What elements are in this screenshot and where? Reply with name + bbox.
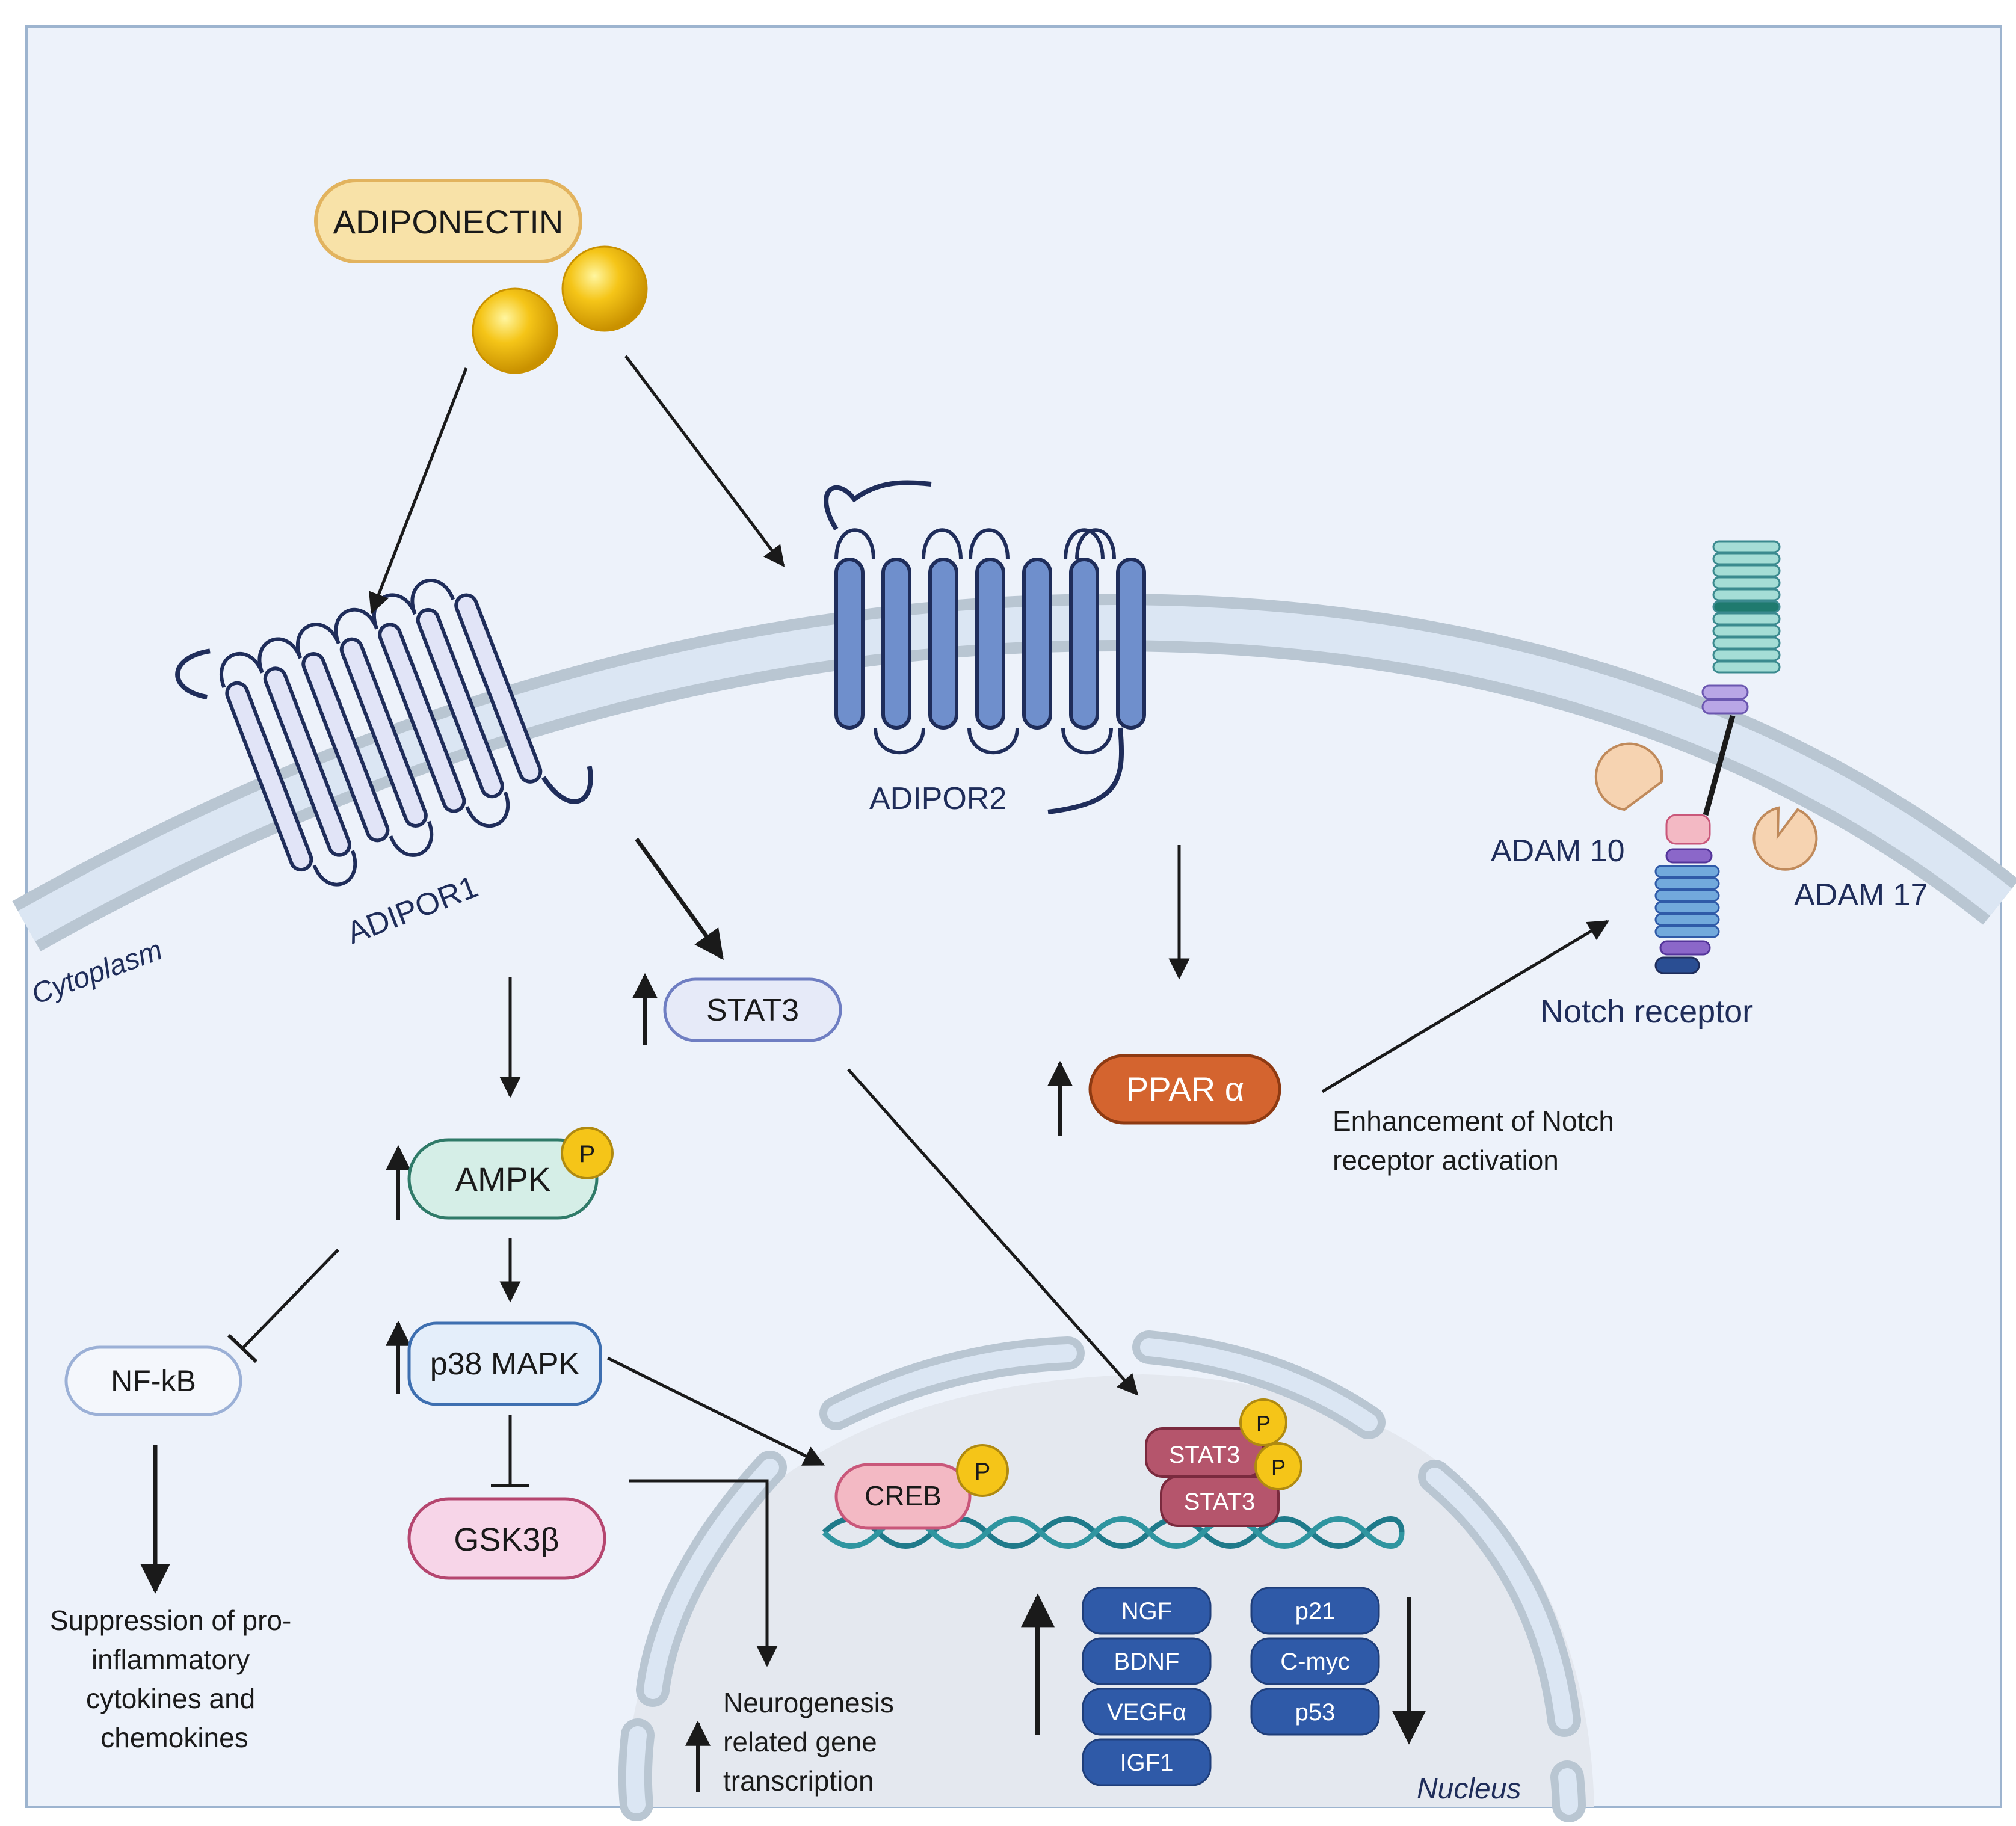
nfkb-label: NF-kB	[111, 1364, 196, 1398]
ppara-node	[1088, 1054, 1281, 1125]
gene-box-p21	[1250, 1587, 1380, 1635]
adipor2-receptor	[824, 480, 1146, 814]
notch-enhancement-text: Enhancement of Notch receptor activation	[1333, 1105, 1622, 1176]
inflammation-suppression-text: Suppression of pro- inflammatory cytokin…	[50, 1605, 299, 1753]
stat3-label: STAT3	[706, 993, 799, 1028]
gene-box-ngf	[1082, 1587, 1212, 1635]
arrow-stat3-to-nucleus	[847, 1068, 1139, 1396]
gsk3b-node	[407, 1497, 606, 1580]
stat3-phospho-label-2: P	[1271, 1455, 1286, 1480]
adiponectin-sphere-2	[561, 245, 648, 332]
ampk-label: AMPK	[455, 1160, 551, 1198]
stat3-phospho-label-1: P	[1256, 1411, 1271, 1436]
stat3-phospho-badge-1	[1239, 1398, 1287, 1446]
notch-cleavage-site	[1665, 814, 1711, 845]
p38mapk-label: p38 MAPK	[430, 1347, 580, 1382]
stat3-dimer-bottom	[1160, 1475, 1280, 1527]
notch-icd-stack	[1654, 865, 1720, 938]
notch-ecd-stack	[1712, 540, 1781, 674]
arrow-adiponectin-to-adipor1	[369, 367, 468, 615]
neurogenesis-text: Neurogenesis related gene transcription	[723, 1687, 902, 1797]
gene-box-bdnf	[1082, 1637, 1212, 1685]
creb-phospho-badge	[956, 1444, 1009, 1497]
adipor1-receptor	[175, 579, 593, 887]
genes-up-list: NGF BDNF VEGFα IGF1	[1082, 1587, 1212, 1786]
stat3-phospho-badge-2	[1254, 1442, 1302, 1490]
adam10-icon	[1594, 742, 1663, 811]
genes-down-list: p21 C-myc p53	[1250, 1587, 1380, 1736]
ampk-phospho-label: P	[579, 1141, 596, 1167]
adam17-icon	[1752, 806, 1818, 871]
p38mapk-node	[407, 1321, 602, 1406]
pathway-arrows	[140, 355, 1610, 1792]
nucleus-label: Nucleus	[1417, 1773, 1521, 1805]
gene-label: VEGFα	[1107, 1699, 1186, 1726]
gene-label: BDNF	[1114, 1649, 1180, 1675]
adam17-label: ADAM 17	[1794, 878, 1928, 912]
creb-label: CREB	[865, 1480, 942, 1511]
arrow-ppara-to-notch	[1321, 920, 1610, 1093]
creb-phospho-label: P	[975, 1459, 991, 1485]
stat3-dimer-top-label: STAT3	[1169, 1442, 1241, 1468]
gene-label: IGF1	[1120, 1750, 1174, 1776]
arrow-adipor1-to-stat3	[635, 837, 724, 960]
gene-box-p53	[1250, 1688, 1380, 1736]
gene-label: NGF	[1121, 1598, 1172, 1625]
stat3-dimer-bottom-label: STAT3	[1184, 1489, 1256, 1515]
gsk3b-label: GSK3β	[454, 1522, 559, 1558]
adiponectin-sphere-1	[472, 287, 558, 374]
gene-box-cmyc	[1250, 1637, 1380, 1685]
notch-receptor-label: Notch receptor	[1540, 994, 1753, 1030]
gene-label: p21	[1295, 1598, 1336, 1625]
ampk-node	[407, 1138, 599, 1220]
stat3-node	[663, 977, 842, 1042]
adipor2-label: ADIPOR2	[869, 781, 1006, 816]
arrow-gsk3b-to-neurogenesis	[629, 1479, 778, 1667]
adiponectin-ligand: ADIPONECTIN	[314, 179, 648, 374]
gene-box-igf1	[1082, 1738, 1212, 1786]
notch-receptor	[1654, 540, 1781, 974]
adiponectin-pill	[314, 179, 582, 263]
inhibit-ampk-to-nfkb	[241, 1249, 339, 1350]
ampk-phospho-badge	[561, 1127, 614, 1179]
gene-label: C-myc	[1280, 1649, 1350, 1675]
gene-label: p53	[1295, 1699, 1336, 1726]
arrow-p38-to-creb	[606, 1356, 825, 1466]
creb-node	[834, 1463, 972, 1530]
adam10-label: ADAM 10	[1491, 834, 1625, 868]
gene-box-vegfa	[1082, 1688, 1212, 1736]
ppara-label: PPAR α	[1126, 1070, 1244, 1108]
inhibit-bar-nfkb	[227, 1333, 258, 1363]
adiponectin-label: ADIPONECTIN	[333, 203, 564, 241]
nfkb-node	[64, 1345, 242, 1416]
arrow-adiponectin-to-adipor2	[624, 355, 785, 567]
